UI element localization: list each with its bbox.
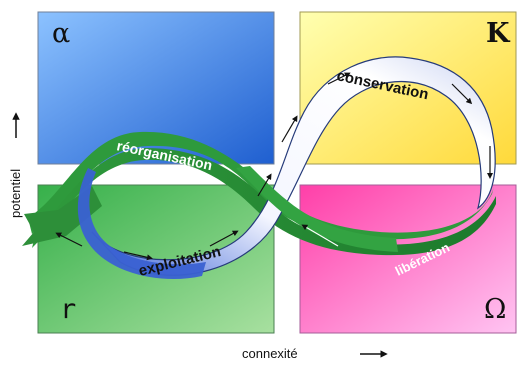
green-cross [236, 166, 398, 252]
blue-band [77, 168, 207, 280]
k-symbol: K [486, 18, 511, 49]
flow-arrow-5 [327, 72, 351, 85]
omega-symbol: Ω [484, 294, 506, 325]
r-symbol: r [60, 294, 76, 325]
flow-arrow-1 [123, 251, 153, 261]
flow-arrow-8 [301, 224, 339, 247]
flow-arrow-9 [55, 232, 83, 247]
flow-arrow-6 [451, 83, 473, 105]
alpha-symbol: α [52, 18, 70, 49]
green-band-front [32, 148, 496, 256]
x-axis-label: connexité [242, 346, 298, 361]
y-axis-label: potentiel [8, 169, 23, 218]
flow-arrow-4 [281, 115, 298, 143]
flow-arrow-3 [257, 173, 272, 197]
flow-arrow-2 [209, 230, 239, 247]
